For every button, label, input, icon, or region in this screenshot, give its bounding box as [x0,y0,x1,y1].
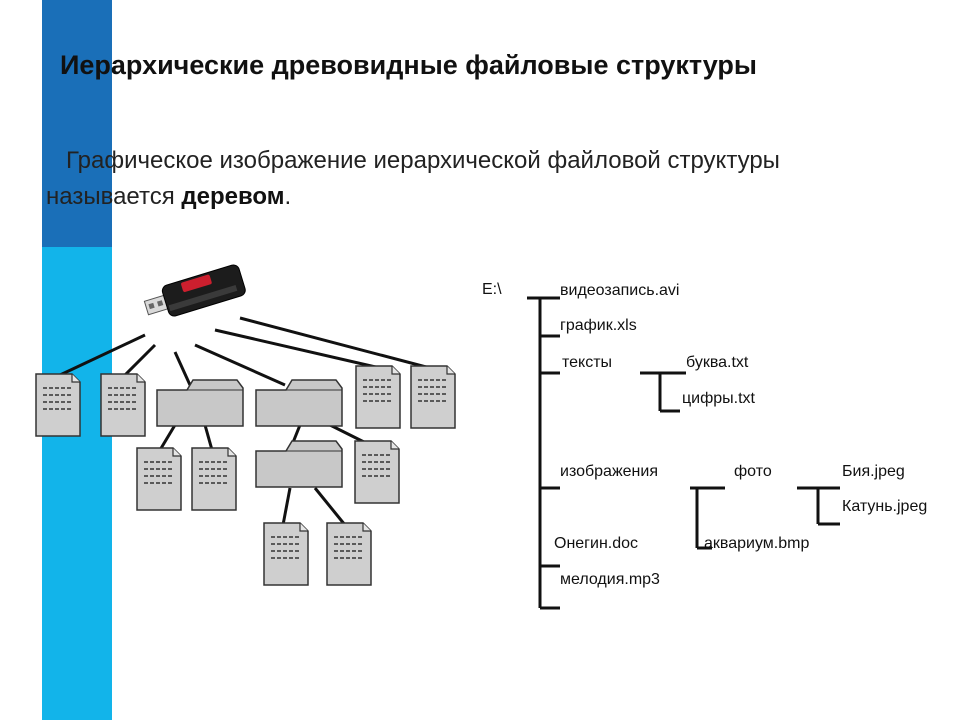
folder-icon [255,379,343,427]
tree-node-letter: буква.txt [686,354,749,371]
definition-end: . [284,183,292,210]
document-icon [35,373,81,437]
document-icon [354,440,400,504]
bracket-tree-lines [527,296,840,610]
tree-node-images-folder: изображения [560,463,658,480]
document-icon [410,365,456,429]
tree-node-melody: мелодия.mp3 [560,571,660,588]
folder-icon [255,440,343,488]
usb-flash-drive-icon [143,264,246,317]
slide-title: Иерархические древовидные файловые струк… [60,50,757,80]
tree-node-root: E:\ [482,281,502,298]
tree-node-digits: цифры.txt [682,390,755,407]
accent-bar-light [42,247,112,720]
document-icon [136,447,182,511]
definition-text: Графическое изображение иерархической фа… [46,147,780,210]
document-icon [100,373,146,437]
tree-node-photo-folder: фото [734,463,772,480]
tree-node-chart: график.xls [560,317,637,334]
tree-node-video: видеозапись.avi [560,282,680,299]
tree-node-onegin: Онегин.doc [554,535,639,552]
tree-node-katun: Катунь.jpeg [842,498,928,515]
folder-icon [156,379,244,427]
definition-term: деревом [181,183,285,210]
document-icon [263,522,309,586]
document-icon [355,365,401,429]
tree-node-aquarium: аквариум.bmp [704,535,810,552]
definition-paragraph: Графическое изображение иерархической фа… [46,143,846,215]
icon-tree-connectors [59,316,431,526]
tree-node-biya: Бия.jpeg [842,463,905,480]
accent-bar-dark [42,0,112,247]
document-icon [191,447,237,511]
document-icon [326,522,372,586]
tree-node-texts-folder: тексты [562,354,613,371]
